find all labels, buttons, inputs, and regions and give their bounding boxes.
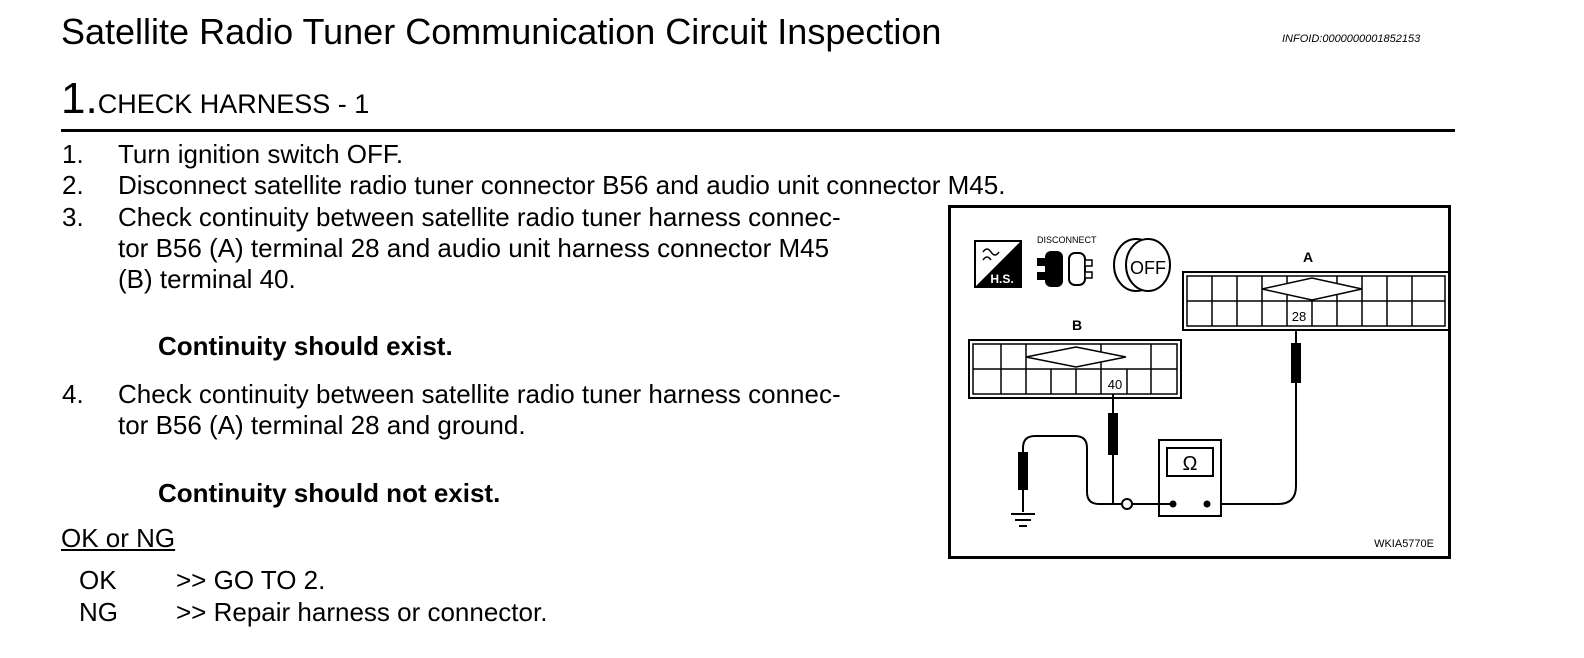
instruction-text: Check continuity between satellite radio… [118,202,841,232]
disconnect-label: DISCONNECT [1037,235,1097,245]
continuity-exist-note: Continuity should exist. [158,331,453,361]
instruction-number: 1. [62,139,84,169]
terminal-40-label: 40 [1108,377,1122,392]
off-label: OFF [1130,258,1166,278]
step-heading: 1.CHECK HARNESS - 1 [61,74,369,124]
instruction-number: 3. [62,202,84,232]
instruction-text: Turn ignition switch OFF. [118,139,404,169]
instruction-text: tor B56 (A) terminal 28 and audio unit h… [118,233,830,263]
ground-lead [1011,435,1133,527]
ng-code: NG [79,597,118,627]
info-id: INFOID:0000000001852153 [1282,33,1421,45]
connector-b: B 40 [968,317,1182,399]
page-title: Satellite Radio Tuner Communication Circ… [61,11,942,52]
harness-side-icon: H.S. [974,240,1022,288]
ok-or-ng-label: OK or NG [61,523,176,553]
step-number: 1. [61,74,98,123]
probe-b [1108,394,1127,505]
instruction-text: Disconnect satellite radio tuner connect… [118,170,1006,200]
connector-a: A 28 [1182,249,1448,331]
ng-action: >> Repair harness or connector. [176,597,548,627]
wiring-diagram: H.S. DISCONNECT OFF A [948,205,1451,559]
hs-label: H.S. [990,272,1013,286]
continuity-not-exist-note: Continuity should not exist. [158,478,501,508]
ohmmeter: Ω [1132,439,1222,517]
instruction-text: (B) terminal 40. [118,264,296,294]
ok-action: >> GO TO 2. [176,565,326,595]
instruction-number: 4. [62,379,84,409]
ohm-symbol: Ω [1183,453,1198,475]
ok-code: OK [79,565,117,595]
instruction-text: Check continuity between satellite radio… [118,379,841,409]
probe-a [1214,330,1301,505]
step-title: CHECK HARNESS - 1 [97,89,370,119]
connector-b-label: B [1072,317,1082,333]
connector-a-label: A [1303,249,1313,265]
ignition-off-icon: OFF [1113,238,1171,292]
disconnect-icon: DISCONNECT [1037,235,1097,287]
instruction-number: 2. [62,170,84,200]
terminal-28-label: 28 [1292,309,1306,324]
section-divider [61,129,1455,132]
figure-id: WKIA5770E [1374,538,1434,550]
instruction-text: tor B56 (A) terminal 28 and ground. [118,410,526,440]
